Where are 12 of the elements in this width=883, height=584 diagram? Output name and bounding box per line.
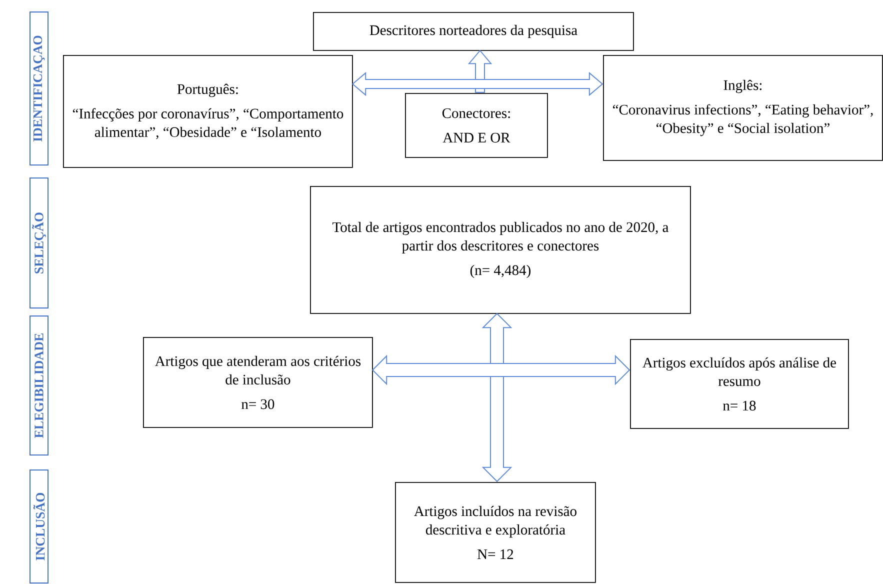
stage-label: SELEÇÃO: [30, 178, 48, 308]
process-box: Descritores norteadores da pesquisa: [313, 12, 634, 51]
process-box: Artigos incluídos na revisão descritiva e exploratória N= 12: [395, 482, 596, 583]
process-box: Inglês: “Coronavirus infections”, “Eating behavior”, “Obesity” e “Social isolation”: [603, 55, 883, 161]
stage-label: INCLUSÃO: [30, 470, 48, 584]
stage-label: IDENTIFICAÇAO: [30, 12, 48, 166]
process-box: Português: “Infecções por coronavírus”, “Comportamento alimentar”, “Obesidade” e “Isolamento: [63, 55, 353, 168]
process-box: Conectores: AND E OR: [405, 93, 548, 158]
process-box: Artigos excluídos após análise de resumo n= 18: [630, 339, 849, 429]
process-box: Total de artigos encontrados publicados no ano de 2020, a partir dos descritores e conectores (n= 4,484): [310, 186, 691, 314]
stage-label: ELEGIBILIDADE: [30, 316, 48, 456]
process-box: Artigos que atenderam aos critérios de inclusão n= 30: [143, 337, 373, 428]
